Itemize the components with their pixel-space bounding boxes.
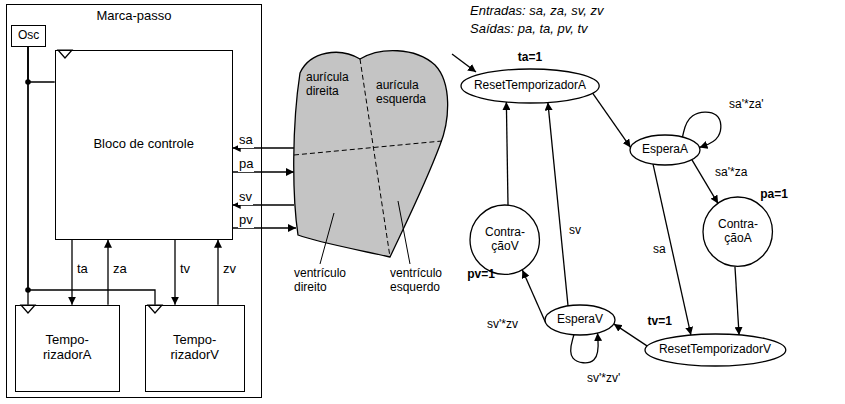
output-label: tv=1 xyxy=(648,315,672,329)
text-slot: ResetTemporizadorA xyxy=(460,68,600,104)
state-name: EsperaA xyxy=(642,143,688,157)
pacemaker-housing: OscBloco de controleTempo- rizadorA Tempo… xyxy=(6,4,262,398)
state-node: ResetTemporizadorAta=1 xyxy=(460,68,600,104)
transition-condition: sa'*za xyxy=(714,166,748,180)
state-name: EsperaV xyxy=(557,313,603,327)
block-label: Osc xyxy=(18,29,39,43)
chamber-label: ventrículo esquerdo xyxy=(390,267,452,295)
heart-shape xyxy=(294,51,448,257)
state-ellipse xyxy=(630,135,700,165)
state-name: Contra- çãoV xyxy=(480,226,530,254)
leader-line xyxy=(320,201,410,264)
transition-arrow xyxy=(506,102,508,205)
initial-arrow xyxy=(452,54,476,72)
text-slot: Contra- çãoA xyxy=(702,196,773,267)
output-label: pa=1 xyxy=(760,188,788,202)
state-name: ResetTemporizadorA xyxy=(474,79,586,93)
state-ellipse xyxy=(470,205,539,274)
block-label: Tempo- rizadorA xyxy=(36,333,98,363)
signal-name: za xyxy=(112,262,128,277)
signal-arrow xyxy=(217,240,218,305)
transition-condition: sa xyxy=(652,243,667,257)
state-ellipse xyxy=(645,334,786,366)
control-block: Bloco de controle xyxy=(55,50,233,240)
chamber-label: ventrículo direito xyxy=(294,267,356,295)
transition-condition: sv'*zv xyxy=(486,318,519,332)
signal-name: sa xyxy=(238,133,254,148)
state-node: EsperaV xyxy=(544,304,616,336)
oscillator-box: Osc xyxy=(11,25,46,47)
state-node: EsperaA xyxy=(629,134,701,166)
signal-arrow xyxy=(174,240,175,305)
state-ellipse xyxy=(703,197,772,266)
state-name: ResetTemporizadorV xyxy=(659,343,771,357)
self-loop xyxy=(571,333,599,363)
clock-triangle xyxy=(148,305,162,313)
chamber-divider xyxy=(294,59,442,257)
transition-condition: sv'*zv' xyxy=(586,372,621,386)
transition-arrow xyxy=(614,324,647,346)
signal-name: tv xyxy=(179,262,191,277)
heart-node: aurícula direitaaurícula esquerdaventríc… xyxy=(290,45,450,260)
signal-name: zv xyxy=(222,262,237,277)
state-name: Contra- çãoA xyxy=(713,218,763,246)
state-node: Contra- çãoVpv=1 xyxy=(469,204,540,275)
text-slot: Tempo- rizadorV xyxy=(146,306,244,391)
timer-box: Tempo- rizadorA xyxy=(15,305,120,392)
timer-box: Tempo- rizadorV xyxy=(145,305,245,392)
text-slot: Tempo- rizadorA xyxy=(16,306,119,391)
io-legend-line: Entradas: sa, za, sv, zv xyxy=(470,4,603,19)
chamber-label: aurícula esquerda xyxy=(376,79,436,107)
signal-name: sv xyxy=(238,190,253,205)
transition-arrow xyxy=(548,102,568,305)
signal-arrow xyxy=(107,240,108,305)
transition-condition: sv xyxy=(568,224,582,238)
signal-name: ta xyxy=(76,262,89,277)
state-ellipse xyxy=(461,69,599,103)
io-legend-line: Saídas: pa, ta, pv, tv xyxy=(470,22,588,37)
transition-arrow xyxy=(735,267,739,335)
chamber-label: aurícula direita xyxy=(306,71,361,99)
clock-wire xyxy=(28,47,55,82)
output-label: pv=1 xyxy=(467,268,495,282)
signal-name: pv xyxy=(238,213,254,228)
text-slot: Osc xyxy=(12,26,45,46)
signal-arrow xyxy=(71,240,72,305)
transition-condition: sa'*za' xyxy=(728,98,765,112)
clock-triangle xyxy=(58,50,72,58)
state-node: ResetTemporizadorVtv=1 xyxy=(644,333,787,367)
state-ellipse xyxy=(545,305,615,335)
block-label: Bloco de controle xyxy=(93,137,193,152)
clock-triangle xyxy=(21,305,35,313)
signal-name: pa xyxy=(238,157,254,172)
text-slot: Contra- çãoV xyxy=(469,204,540,275)
housing-title: Marca-passo xyxy=(7,9,261,24)
clock-wire xyxy=(28,47,155,305)
block-label: Tempo- rizadorV xyxy=(164,333,226,363)
text-slot: ResetTemporizadorV xyxy=(644,333,787,367)
text-slot: EsperaV xyxy=(544,304,616,336)
state-node: Contra- çãoApa=1 xyxy=(702,196,773,267)
transition-arrow xyxy=(522,270,545,323)
output-label: ta=1 xyxy=(460,51,600,65)
text-slot: Bloco de controle xyxy=(56,51,232,239)
text-slot: EsperaA xyxy=(629,134,701,166)
transition-arrow xyxy=(593,93,631,147)
